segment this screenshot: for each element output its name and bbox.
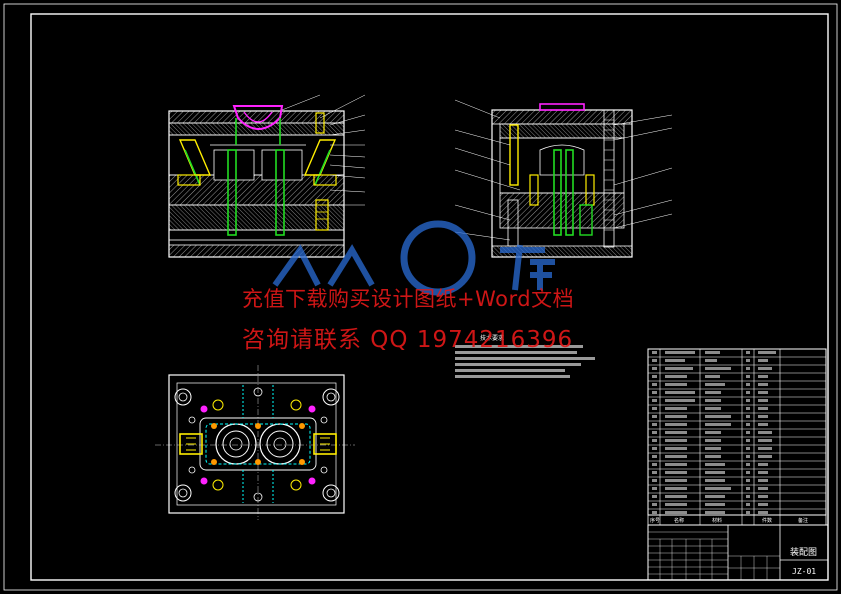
- parts-header-remark: 备注: [798, 517, 808, 524]
- tech-requirements-heading: 技术要求: [480, 334, 504, 342]
- parts-header-material: 材料: [712, 517, 722, 524]
- side-section-view: [454, 99, 673, 258]
- plan-view: [155, 365, 355, 520]
- watermark-line-1: 充值下载购买设计图纸+Word文档: [242, 287, 575, 311]
- technical-notes: 技术要求: [455, 334, 595, 378]
- title-block: 装配图 JZ-01: [647, 524, 829, 581]
- parts-header-name: 名称: [674, 517, 684, 524]
- parts-header-qty: 件数: [762, 517, 772, 524]
- parts-list: 序号 名称 材料 件数 备注: [647, 348, 827, 526]
- watermark-logo: [272, 220, 555, 296]
- inner-border: [30, 13, 829, 581]
- front-section-view: [168, 94, 366, 258]
- outer-border: [3, 3, 838, 591]
- drawing-number: JZ-01: [792, 567, 816, 576]
- parts-header-no: 序号: [650, 517, 660, 524]
- watermark-line-2: 咨询请联系 QQ 1974216396: [242, 327, 574, 353]
- drawing-name: 装配图: [790, 546, 817, 558]
